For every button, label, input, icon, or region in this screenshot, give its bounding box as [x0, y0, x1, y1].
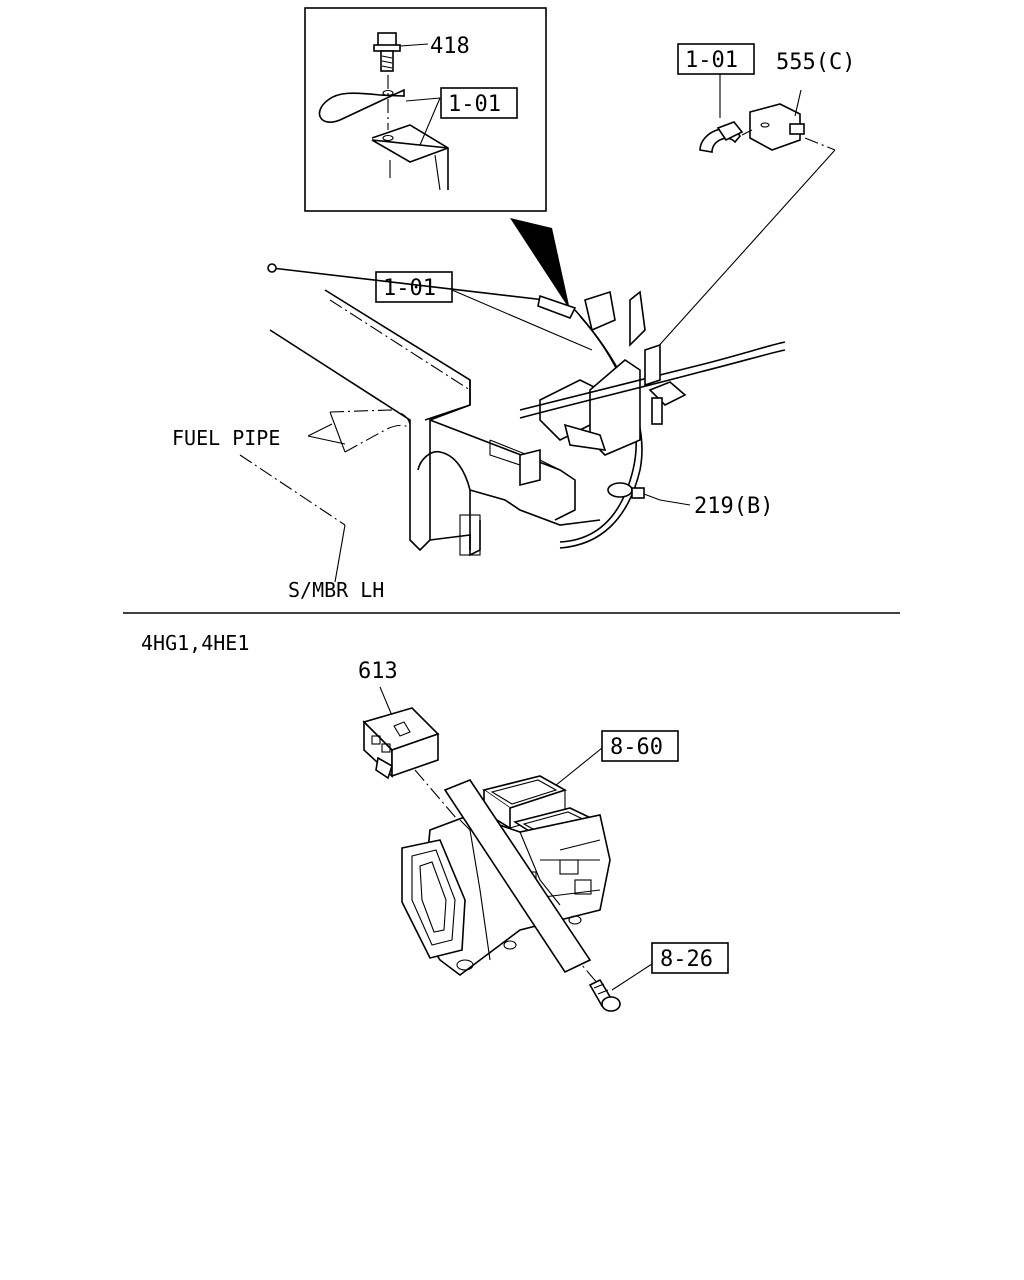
label-bolt-418: 418 — [430, 34, 470, 59]
label-clamp-219b: 219(B) — [694, 494, 773, 519]
bolt-418-icon — [373, 32, 401, 72]
fuel-pipe-icon — [329, 409, 411, 453]
label-fuel-pipe: FUEL PIPE — [172, 426, 280, 450]
label-duct-8-60: 8-60 — [610, 735, 663, 760]
variant-label: 4HG1,4HE1 — [141, 631, 249, 655]
label-ref-top-right-1-01: 1-01 — [685, 48, 738, 73]
label-unit-613: 613 — [358, 659, 398, 684]
clip-loop-icon — [318, 88, 405, 123]
bolt-8-26-icon — [588, 978, 621, 1012]
side-member-icon — [269, 289, 601, 557]
label-clip-555c: 555(C) — [776, 50, 855, 75]
control-unit-613-icon — [362, 707, 440, 780]
label-ref-mid-1-01: 1-01 — [383, 276, 436, 301]
label-bolt-8-26: 8-26 — [660, 947, 713, 972]
clip-555c-icon — [677, 43, 805, 153]
label-side-member: S/MBR LH — [288, 578, 384, 602]
label-bracket-ref-1-01: 1-01 — [448, 92, 501, 117]
detail-pointer-icon — [510, 218, 570, 310]
detail-inset — [304, 7, 547, 212]
clamp-219b-icon — [607, 482, 691, 506]
heater-unit-icon — [401, 775, 611, 976]
bracket-icon — [371, 124, 449, 190]
cable-assembly-icon — [267, 263, 786, 549]
